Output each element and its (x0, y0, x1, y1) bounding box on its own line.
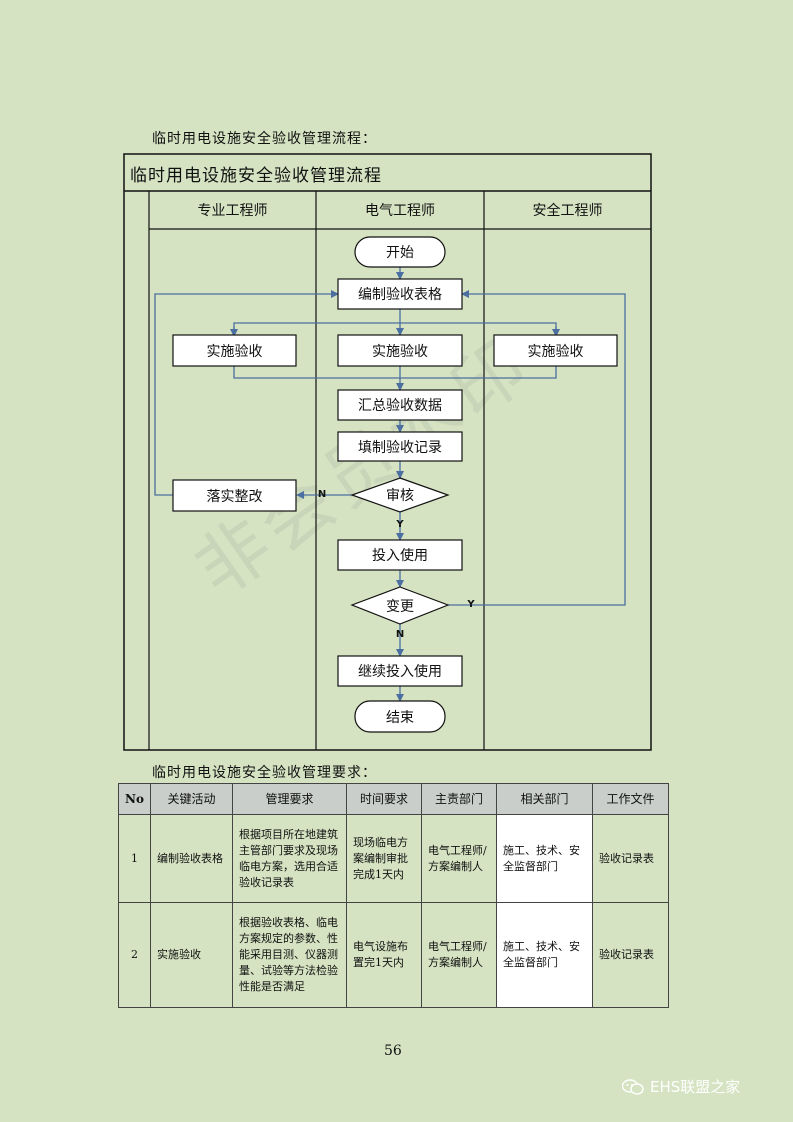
cell-document: 验收记录表 (592, 814, 669, 903)
header-activity: 关键活动 (150, 783, 233, 815)
header-related: 相关部门 (496, 783, 593, 815)
node-put-into-use: 投入使用 (372, 548, 428, 564)
flowchart-diagram (123, 153, 652, 751)
cell-activity: 编制验收表格 (150, 814, 233, 903)
node-implement-left: 实施验收 (206, 343, 263, 360)
node-implement-right: 实施验收 (527, 343, 584, 360)
brand-name: EHS联盟之家 (650, 1078, 741, 1096)
brand-watermark: EHS联盟之家 (622, 1076, 740, 1097)
page-number: 56 (384, 1043, 402, 1059)
cell-document: 验收记录表 (592, 902, 669, 1008)
cell-requirement: 根据项目所在地建筑主管部门要求及现场临电方案，选用合适验收记录表 (232, 814, 347, 903)
node-review: 审核 (386, 488, 414, 504)
table-row: 2 实施验收 根据验收表格、临电方案规定的参数、性能采用目测、仪器测量、试验等方… (118, 902, 669, 1008)
cell-related: 施工、技术、安全监督部门 (496, 902, 593, 1008)
wechat-icon (622, 1078, 644, 1095)
flowchart-title: 临时用电设施安全验收管理流程 (130, 166, 382, 186)
cell-no: 1 (118, 814, 151, 903)
cell-owner: 电气工程师/方案编制人 (421, 814, 497, 903)
node-implement-center: 实施验收 (372, 343, 428, 360)
node-rectify: 落实整改 (206, 488, 263, 505)
header-owner: 主责部门 (421, 783, 497, 815)
cell-requirement: 根据验收表格、临电方案规定的参数、性能采用目测、仪器测量、试验等方法检验性能是否… (232, 902, 347, 1008)
flowchart-section-heading: 临时用电设施安全验收管理流程： (152, 131, 377, 147)
header-document: 工作文件 (592, 783, 669, 815)
node-start: 开始 (386, 245, 414, 261)
cell-no: 2 (118, 902, 151, 1008)
cell-related: 施工、技术、安全监督部门 (496, 814, 593, 903)
header-time: 时间要求 (346, 783, 422, 815)
node-fill-record: 填制验收记录 (358, 439, 442, 456)
node-end: 结束 (386, 709, 414, 726)
table-header-row: No 关键活动 管理要求 时间要求 主责部门 相关部门 工作文件 (118, 783, 669, 815)
node-summarize: 汇总验收数据 (358, 398, 442, 414)
edge-label-review-no: N (317, 489, 327, 500)
lane-electrical-engineer: 电气工程师 (365, 203, 435, 219)
edge-label-change-no: N (395, 629, 405, 640)
requirements-table: No 关键活动 管理要求 时间要求 主责部门 相关部门 工作文件 1 编制验收表… (118, 783, 669, 1008)
cell-activity: 实施验收 (150, 902, 233, 1008)
table-row: 1 编制验收表格 根据项目所在地建筑主管部门要求及现场临电方案，选用合适验收记录… (118, 814, 669, 903)
requirements-section-heading: 临时用电设施安全验收管理要求： (152, 765, 377, 781)
lane-professional-engineer: 专业工程师 (197, 203, 268, 219)
header-requirement: 管理要求 (232, 783, 347, 815)
node-change: 变更 (386, 598, 414, 615)
edge-label-review-yes: Y (396, 519, 404, 530)
node-continue-use: 继续投入使用 (358, 664, 442, 680)
cell-time: 电气设施布置完1天内 (346, 902, 422, 1008)
edge-label-change-yes: Y (467, 599, 475, 610)
lane-safety-engineer: 安全工程师 (532, 203, 603, 219)
cell-owner: 电气工程师/方案编制人 (421, 902, 497, 1008)
node-prepare-form: 编制验收表格 (358, 287, 442, 303)
cell-time: 现场临电方案编制审批完成1天内 (346, 814, 422, 903)
header-no: No (118, 783, 151, 815)
